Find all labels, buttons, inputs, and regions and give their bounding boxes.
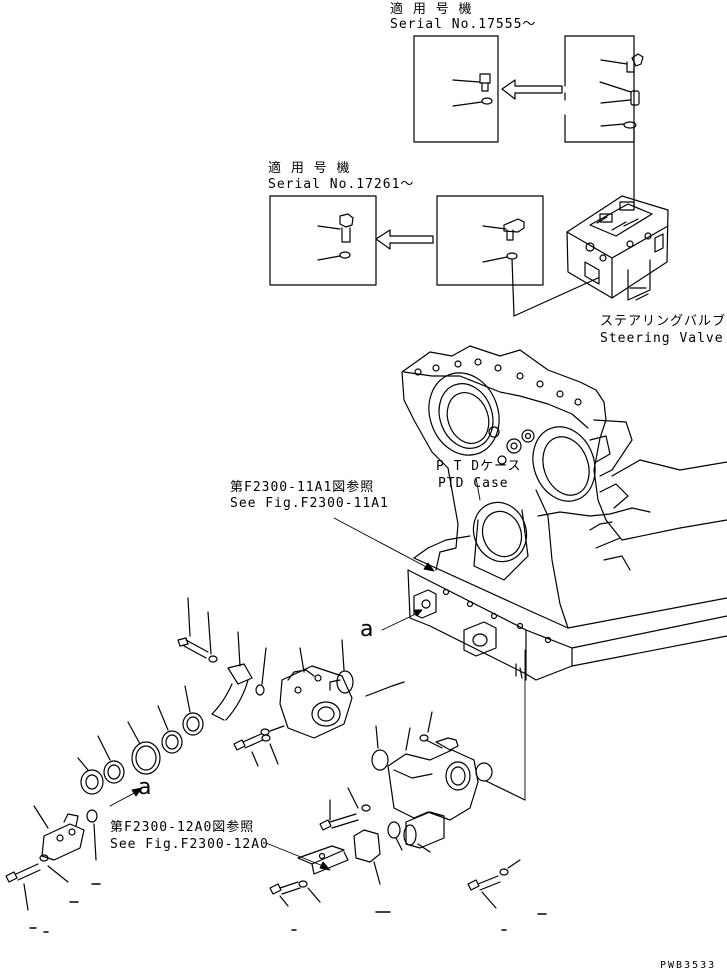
detail-box-serial-17261 bbox=[270, 196, 376, 285]
view-a-label-upper: a bbox=[360, 617, 374, 642]
fig-11a1-en-label: See Fig.F2300-11A1 bbox=[230, 496, 389, 511]
serial-17555-en-label: Serial No.17555～ bbox=[390, 17, 537, 32]
parts-exploded bbox=[6, 598, 525, 910]
leader-lines bbox=[110, 478, 525, 870]
ptd-case-en-label: PTD Case bbox=[438, 476, 509, 491]
drawing-code-label: PWB3533 bbox=[660, 960, 717, 971]
serial-17261-en-label: Serial No.17261～ bbox=[268, 177, 415, 192]
steering-valve-jp-label: ステアリングバルブ bbox=[600, 314, 727, 329]
detail-box-serial-17555 bbox=[414, 36, 498, 142]
ptd-case bbox=[402, 346, 727, 680]
ptd-case-jp-label: P T Dケース bbox=[436, 459, 522, 474]
serial-17555-jp-label: 適 用 号 機 bbox=[390, 2, 473, 17]
detail-box-original-mid bbox=[437, 196, 598, 316]
fig-12a0-jp-label: 第F2300-12A0図参照 bbox=[110, 820, 255, 835]
fig-12a0-en-label: See Fig.F2300-12A0 bbox=[110, 837, 269, 852]
callout-dashes bbox=[30, 884, 546, 932]
view-a-label-lower: a bbox=[138, 775, 152, 800]
hollow-arrow-left-icon-2 bbox=[376, 230, 433, 249]
steering-valve-en-label: Steering Valve bbox=[600, 331, 724, 346]
fig-11a1-jp-label: 第F2300-11A1図参照 bbox=[230, 480, 375, 495]
serial-17261-jp-label: 適 用 号 機 bbox=[268, 161, 351, 176]
steering-valve bbox=[567, 196, 668, 300]
hollow-arrow-left-icon bbox=[502, 80, 562, 99]
detail-box-original-top bbox=[565, 36, 643, 205]
